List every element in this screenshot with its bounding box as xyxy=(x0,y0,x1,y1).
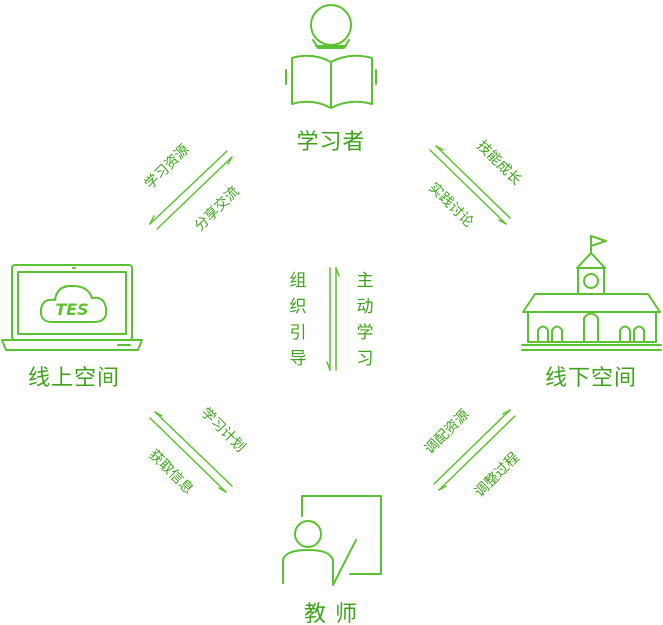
flow-label-allocate-resources: 调配资源 xyxy=(422,407,473,458)
arrow-top-left-outer xyxy=(149,150,228,225)
flow-label-get-info: 获取信息 xyxy=(145,446,197,498)
flow-label-organize-guide: 组 织 引 导 xyxy=(290,271,307,369)
student-reading-icon xyxy=(285,4,377,109)
node-label-learner: 学习者 xyxy=(296,130,365,155)
arrow-top-left-inner xyxy=(156,156,233,230)
node-label-teacher: 教 师 xyxy=(304,602,358,625)
flow-label-adjust-process: 调整过程 xyxy=(472,450,523,501)
arrow-bottom-left-outer xyxy=(149,417,227,493)
node-label-online: 线上空间 xyxy=(28,366,120,391)
center-right-char: 习 xyxy=(357,349,374,369)
flow-arrows xyxy=(149,145,516,493)
school-building-icon xyxy=(521,235,662,351)
flow-label-active-learning: 主 动 学 习 xyxy=(357,271,374,369)
arrow-center-down xyxy=(326,267,331,371)
teacher-board-icon xyxy=(282,495,382,586)
arrow-top-right-outer xyxy=(435,145,511,219)
flow-label-study-plan: 学习计划 xyxy=(197,405,248,456)
center-left-char: 导 xyxy=(290,349,307,369)
center-right-char: 学 xyxy=(357,323,374,343)
center-right-char: 主 xyxy=(357,271,374,291)
center-right-char: 动 xyxy=(357,297,374,317)
flow-label-skill-growth: 技能成长 xyxy=(473,138,524,189)
flow-label-learning-resources: 学习资源 xyxy=(142,142,193,193)
center-left-char: 织 xyxy=(290,297,307,317)
cloud-label: TES xyxy=(55,300,88,319)
arrow-bottom-right-inner xyxy=(433,409,511,485)
arrow-center-up xyxy=(335,267,340,371)
flow-label-sharing: 分享交流 xyxy=(191,183,243,235)
laptop-cloud-icon xyxy=(1,264,143,351)
node-label-offline: 线下空间 xyxy=(545,366,637,391)
arrow-top-right-inner xyxy=(429,149,507,225)
center-left-char: 引 xyxy=(290,323,307,343)
arrow-bottom-left-inner xyxy=(154,411,233,487)
center-left-char: 组 xyxy=(290,271,307,291)
arrow-bottom-right-outer xyxy=(438,415,516,491)
